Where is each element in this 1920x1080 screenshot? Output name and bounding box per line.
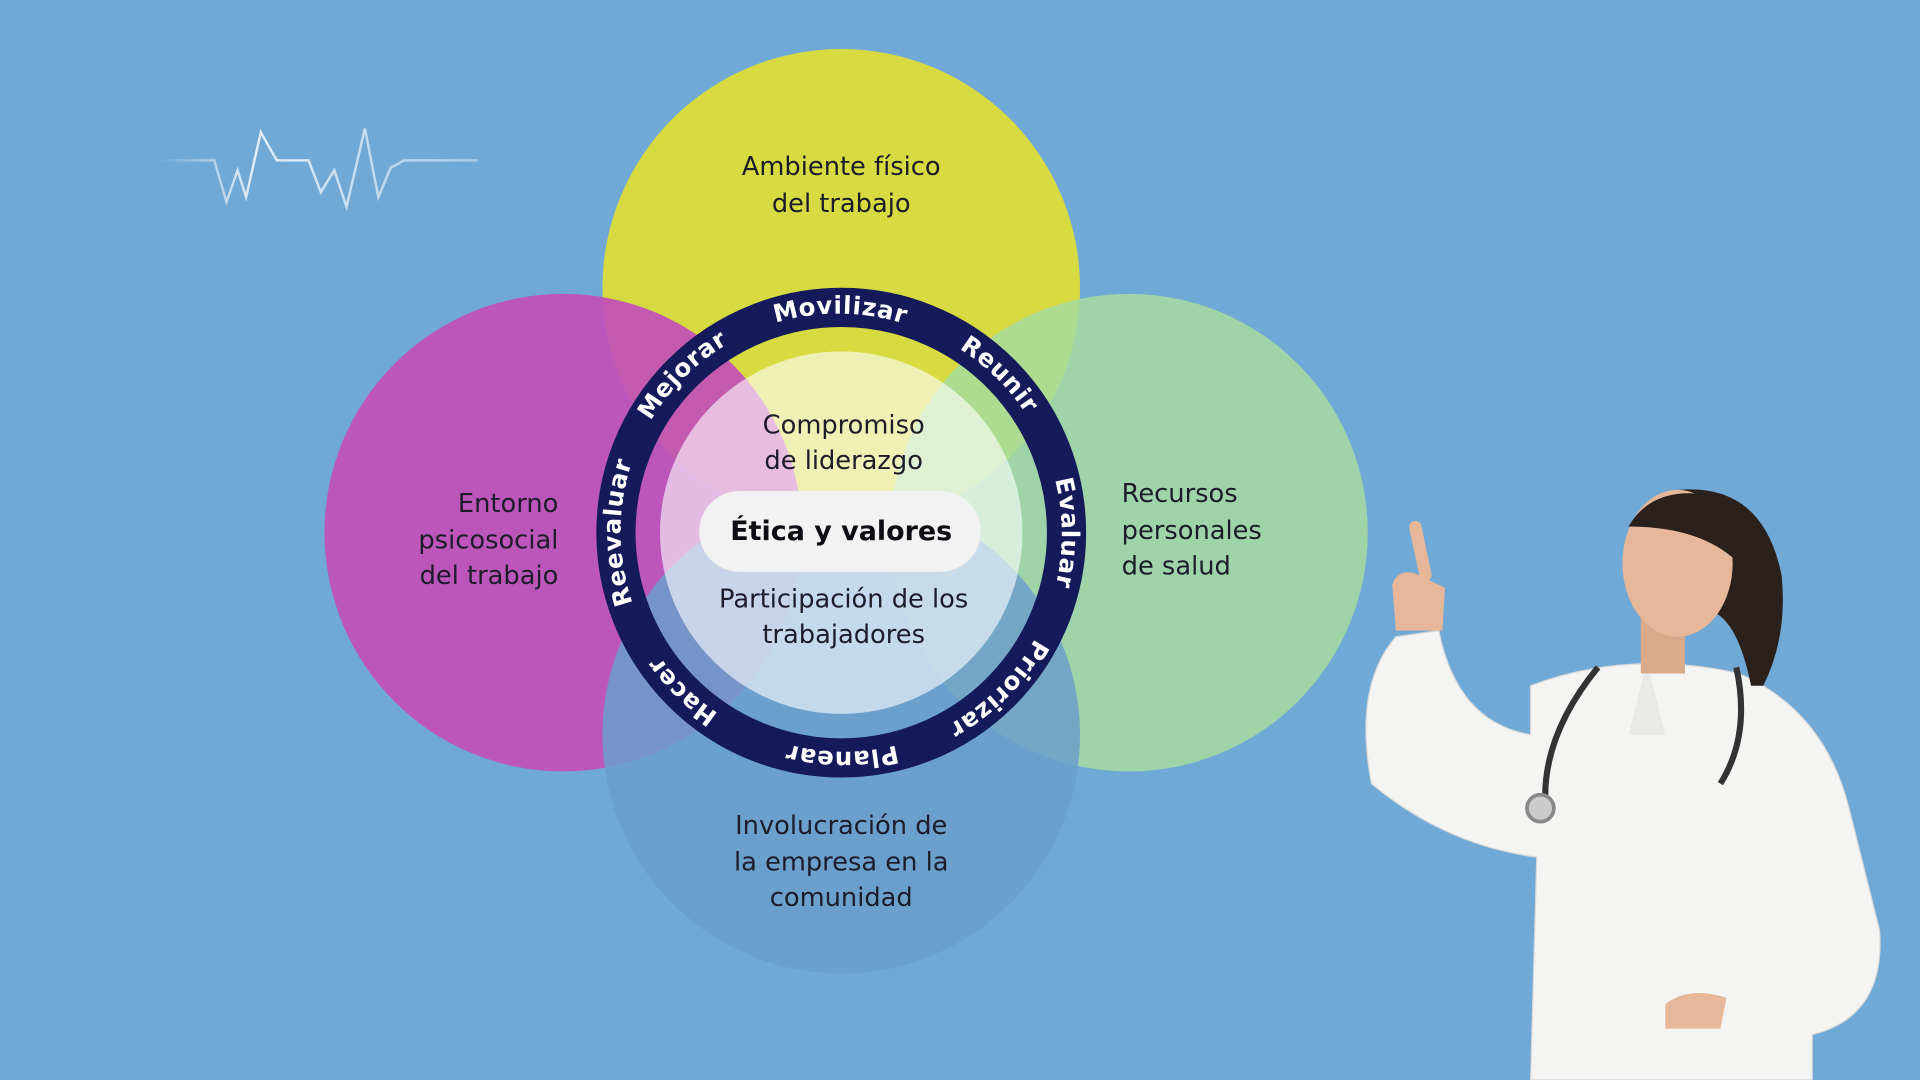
core-label: Ética y valores — [730, 515, 952, 547]
participation-label-1: Participación de los — [719, 584, 968, 614]
bottom-label-3: comunidad — [770, 883, 913, 913]
doctor-illustration — [1365, 489, 1881, 1080]
right-label-1: Recursos — [1122, 479, 1238, 509]
process-ring — [596, 287, 1087, 778]
heartbeat-line-icon — [159, 128, 478, 212]
left-label-2: psicosocial — [418, 526, 558, 556]
top-label-2: del trabajo — [772, 189, 911, 219]
top-label-1: Ambiente físico — [742, 152, 941, 182]
right-label-3: de salud — [1122, 551, 1231, 581]
leadership-label-2: de liderazgo — [764, 446, 923, 476]
right-label-2: personales — [1122, 516, 1262, 546]
left-label-3: del trabajo — [420, 561, 559, 591]
leadership-label-1: Compromiso — [763, 410, 925, 440]
participation-label-2: trabajadores — [762, 620, 925, 650]
bottom-label-2: la empresa en la — [734, 848, 949, 878]
core-badge — [699, 491, 981, 572]
left-label-1: Entorno — [458, 489, 558, 519]
bottom-label-1: Involucración de — [735, 811, 947, 841]
